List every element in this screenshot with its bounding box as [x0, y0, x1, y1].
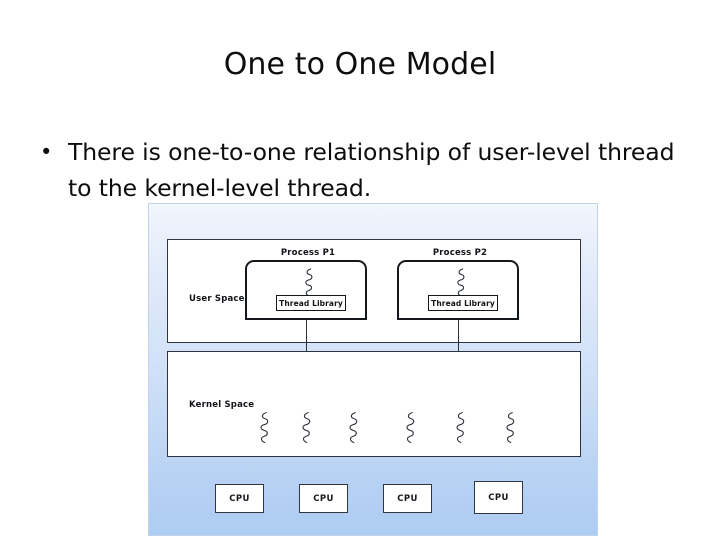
cpu-box: CPU [383, 484, 432, 513]
thread-library-p1: Thread Library [276, 295, 346, 311]
cpu-box: CPU [299, 484, 348, 513]
user-space-label: User Space [189, 294, 245, 304]
thread-library-p2: Thread Library [428, 295, 498, 311]
kernel-thread-squiggle-icon [259, 411, 270, 449]
kernel-thread-squiggle-icon [505, 411, 516, 449]
process-p2-label: Process P2 [432, 248, 488, 258]
process-p2-box: Process P2 Thread Library [397, 248, 519, 320]
cpu-box: CPU [215, 484, 264, 513]
p1-connector-line [306, 320, 307, 370]
process-p1-box: Process P1 Thread Library [245, 248, 367, 320]
kernel-space-container [167, 351, 581, 457]
page-title: One to One Model [223, 47, 497, 82]
bullet-text: There is one-to-one relationship of user… [68, 138, 675, 202]
kernel-space-label: Kernel Space [189, 400, 255, 410]
user-thread-squiggle-icon [304, 268, 314, 298]
bullet-marker-icon: • [40, 140, 53, 164]
user-thread-squiggle-icon [456, 268, 466, 298]
list-item: • There is one-to-one relationship of us… [36, 134, 682, 206]
kernel-thread-squiggle-icon [405, 411, 416, 449]
threading-model-diagram: User Space Process P1 Thread Library Pro… [148, 203, 598, 536]
kernel-thread-squiggle-icon [455, 411, 466, 449]
slide-body: • There is one-to-one relationship of us… [36, 134, 682, 206]
cpu-box: CPU [474, 481, 523, 514]
kernel-thread-squiggle-icon [301, 411, 312, 449]
process-p1-label: Process P1 [280, 248, 336, 258]
kernel-thread-squiggle-icon [348, 411, 359, 449]
